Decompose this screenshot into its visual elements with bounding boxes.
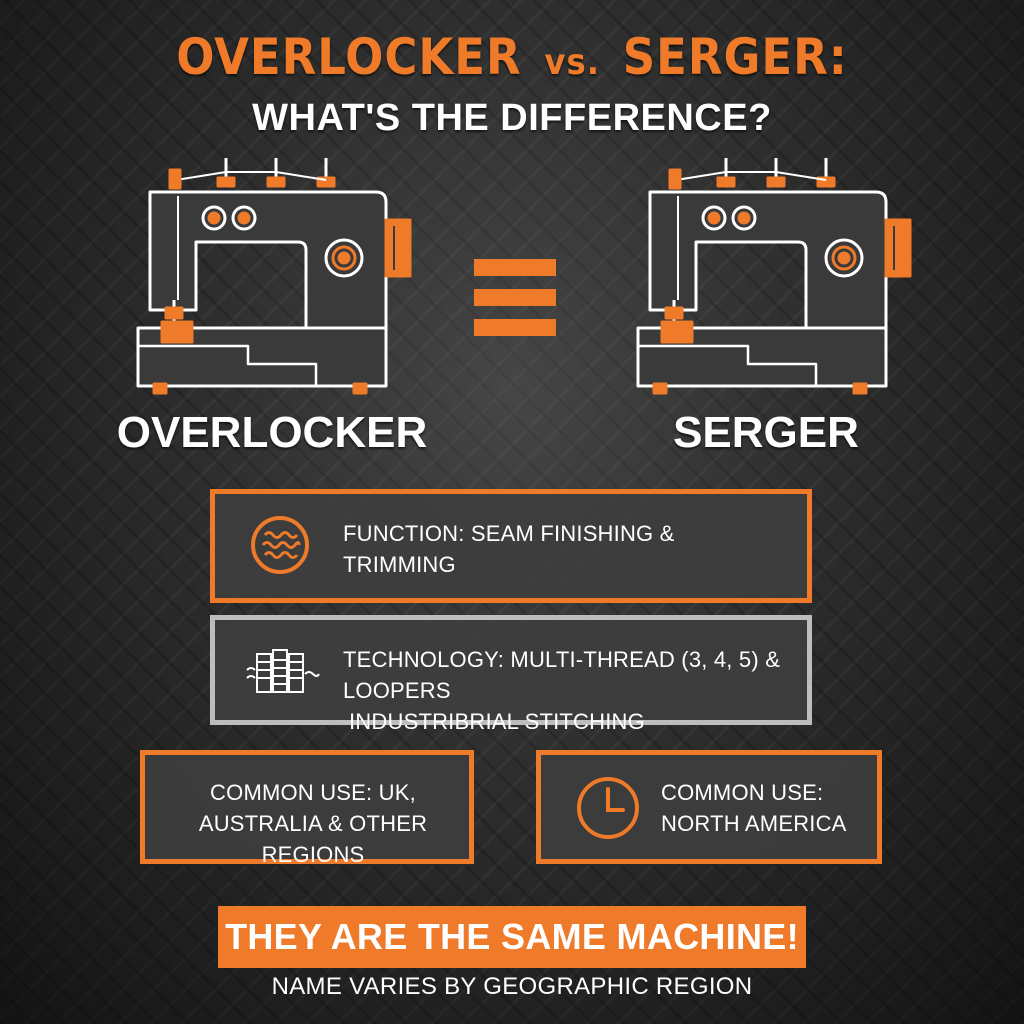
main-title: OVERLOCKER vs. SERGER: <box>0 28 1024 86</box>
uk-line-2: AUSTRALIA & OTHER REGIONS <box>198 811 428 867</box>
same-machine-banner: THEY ARE THE SAME MACHINE! <box>218 906 806 968</box>
wavy-thread-icon <box>251 516 309 574</box>
serger-label: SERGER <box>673 408 859 457</box>
serger-machine-icon <box>636 158 912 395</box>
thread-spools-icon <box>246 649 320 693</box>
technology-text: TECHNOLOGY: MULTI-THREAD (3, 4, 5) & LOO… <box>343 644 807 737</box>
title-overlocker: OVERLOCKER <box>176 28 522 86</box>
overlocker-label: OVERLOCKER <box>116 408 428 457</box>
title-vs: vs. <box>544 42 601 83</box>
na-text: COMMON USE: NORTH AMERICA <box>661 777 847 839</box>
na-line-2: NORTH AMERICA <box>661 811 847 836</box>
equals-bar-bottom <box>474 319 556 336</box>
na-line-1: COMMON USE: <box>661 780 824 805</box>
subtitle: WHAT'S THE DIFFERENCE? <box>252 97 772 139</box>
function-box: FUNCTION: SEAM FINISHING & TRIMMING <box>210 489 812 603</box>
region-footnote: NAME VARIES BY GEOGRAPHIC REGION <box>271 973 753 1000</box>
function-text: FUNCTION: SEAM FINISHING & TRIMMING <box>343 518 675 580</box>
uk-line-1: COMMON USE: UK, <box>210 780 416 805</box>
uk-common-use-box: COMMON USE: UK, AUSTRALIA & OTHER REGION… <box>140 750 474 867</box>
technology-line-1: TECHNOLOGY: MULTI-THREAD (3, 4, 5) & LOO… <box>343 647 781 703</box>
equals-bar-top <box>474 259 556 276</box>
title-serger: SERGER: <box>622 28 848 86</box>
technology-line-2: INDUSTRIBRIAL STITCHING <box>349 709 645 734</box>
equals-bar-middle <box>474 289 556 306</box>
function-line-1: FUNCTION: SEAM FINISHING & <box>343 521 675 546</box>
uk-text: COMMON USE: UK, AUSTRALIA & OTHER REGION… <box>173 777 453 870</box>
technology-box: TECHNOLOGY: MULTI-THREAD (3, 4, 5) & LOO… <box>210 615 812 734</box>
function-line-2: TRIMMING <box>343 552 456 577</box>
na-common-use-box: COMMON USE: NORTH AMERICA <box>536 750 882 864</box>
overlocker-machine-icon <box>136 158 412 395</box>
clock-icon <box>577 777 639 839</box>
